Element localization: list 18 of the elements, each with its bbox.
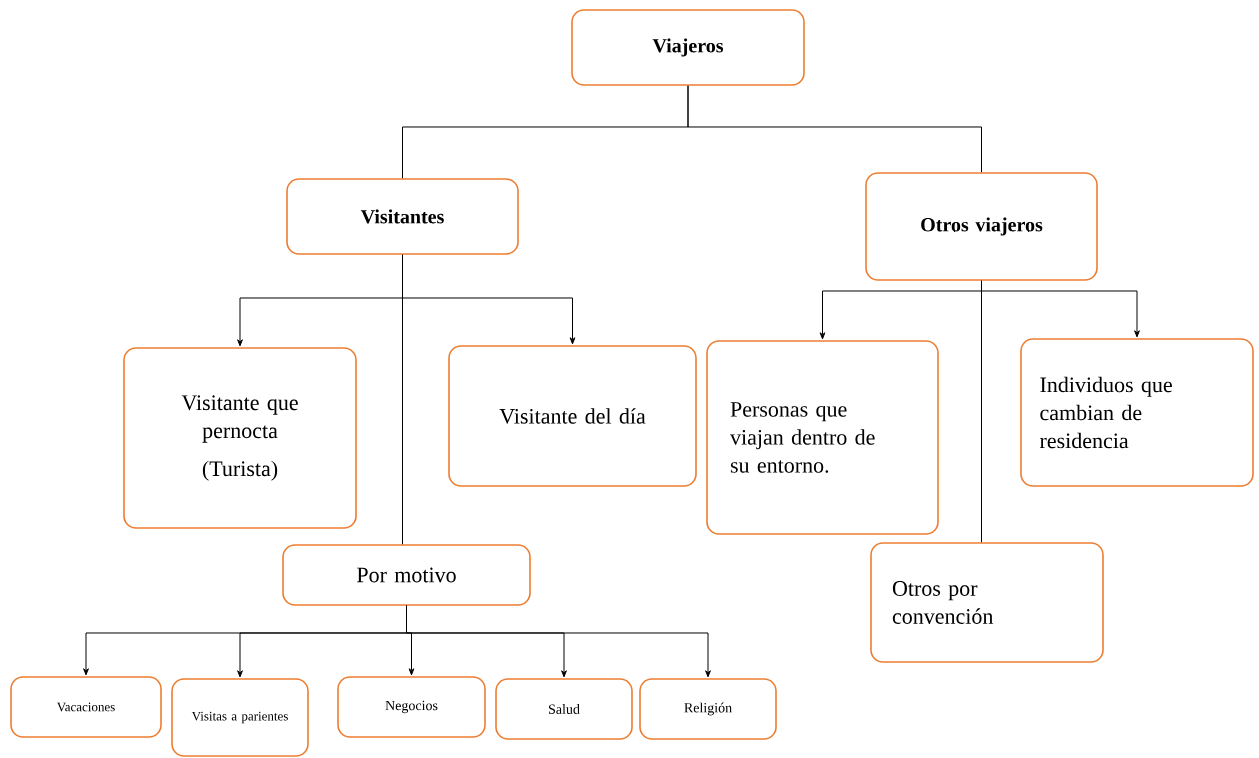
motive-box: Por motivo — [282, 544, 531, 606]
motive-box: Negocios — [337, 676, 486, 738]
type-box: Personas que viajan dentro de su entorno. — [706, 340, 939, 535]
motive-box: Salud — [495, 678, 633, 740]
title-box: Viajeros — [571, 9, 805, 86]
category-box: Otros viajeros — [865, 172, 1098, 281]
type-box: Visitante del día — [448, 345, 697, 487]
connector-line — [981, 280, 982, 543]
type-box: Otros por convención — [870, 542, 1104, 663]
connector-line — [687, 85, 982, 173]
type-box: Individuos que cambian de residencia — [1020, 338, 1254, 487]
type-box: Visitante que pernocta (Turista) — [123, 347, 357, 529]
motive-box: Vacaciones — [10, 676, 162, 738]
connector-line — [402, 254, 403, 545]
category-box: Visitantes — [286, 178, 519, 255]
motive-box: Visitas a parientes — [171, 678, 309, 757]
motive-box: Religión — [639, 678, 777, 740]
arrow — [406, 605, 711, 678]
